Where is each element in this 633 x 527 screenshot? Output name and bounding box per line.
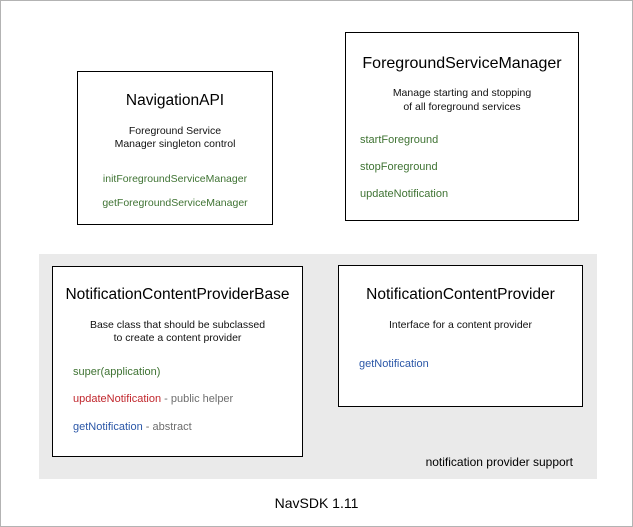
class-member[interactable]: super(application) [73, 366, 302, 379]
class-member[interactable]: getNotification [359, 358, 582, 371]
class-member-list-notification-content-provider: getNotification [339, 358, 582, 371]
class-member-name: super(application) [73, 365, 161, 378]
class-member-name: getNotification [73, 420, 143, 433]
class-title-foreground-service-manager: ForegroundServiceManager [362, 55, 562, 72]
class-description-line: Manager singleton control [114, 138, 236, 151]
class-description-foreground-service-manager: Manage starting and stopping of all fore… [346, 87, 578, 114]
class-member-name: getNotification [359, 358, 429, 371]
class-member-name: updateNotification [73, 393, 162, 406]
class-description-navigation-api: Foreground Service Manager singleton con… [78, 125, 272, 152]
class-member[interactable]: getForegroundServiceManager [78, 197, 272, 209]
diagram-footer-caption: NavSDK 1.11 [274, 495, 359, 511]
class-description-line: Foreground Service [128, 124, 222, 137]
class-member[interactable]: initForegroundServiceManager [78, 173, 272, 185]
class-member-list-foreground-service-manager: startForeground stopForeground updateNot… [346, 134, 578, 200]
class-title-notification-content-provider: NotificationContentProvider [366, 286, 555, 303]
class-description-line: to create a content provider [113, 332, 242, 345]
class-box-foreground-service-manager[interactable]: ForegroundServiceManager Manage starting… [345, 32, 579, 221]
class-description-line: Interface for a content provider [389, 318, 532, 331]
class-member-list-notification-content-provider-base: super(application) updateNotification - … [53, 366, 302, 434]
class-description-line: Base class that should be subclassed [89, 318, 266, 331]
group-panel-label: notification provider support [425, 455, 573, 469]
class-title-navigation-api: NavigationAPI [125, 92, 225, 109]
class-box-notification-content-provider[interactable]: NotificationContentProvider Interface fo… [338, 265, 583, 407]
class-box-notification-content-provider-base[interactable]: NotificationContentProviderBase Base cla… [52, 266, 303, 457]
class-description-notification-content-provider-base: Base class that should be subclassed to … [53, 319, 302, 346]
class-member-name: updateNotification [360, 187, 449, 200]
class-member-note: - public helper [161, 393, 234, 406]
class-description-notification-content-provider: Interface for a content provider [339, 319, 582, 332]
class-member[interactable]: updateNotification - public helper [73, 393, 302, 406]
class-member-name: startForeground [360, 134, 439, 147]
class-member-note: - abstract [142, 420, 192, 433]
class-member-list-navigation-api: initForegroundServiceManager getForegrou… [78, 173, 272, 209]
class-member[interactable]: stopForeground [360, 161, 578, 174]
class-title-notification-content-provider-base: NotificationContentProviderBase [65, 286, 290, 303]
class-box-navigation-api[interactable]: NavigationAPI Foreground Service Manager… [77, 71, 273, 225]
class-member-name: initForegroundServiceManager [102, 172, 248, 185]
class-member-name: getForegroundServiceManager [102, 196, 248, 209]
class-member-name: stopForeground [360, 160, 438, 173]
class-member[interactable]: startForeground [360, 134, 578, 147]
class-description-line: Manage starting and stopping [392, 87, 532, 100]
class-member[interactable]: updateNotification [360, 188, 578, 201]
class-description-line: of all foreground services [403, 100, 521, 113]
class-member[interactable]: getNotification - abstract [73, 421, 302, 434]
